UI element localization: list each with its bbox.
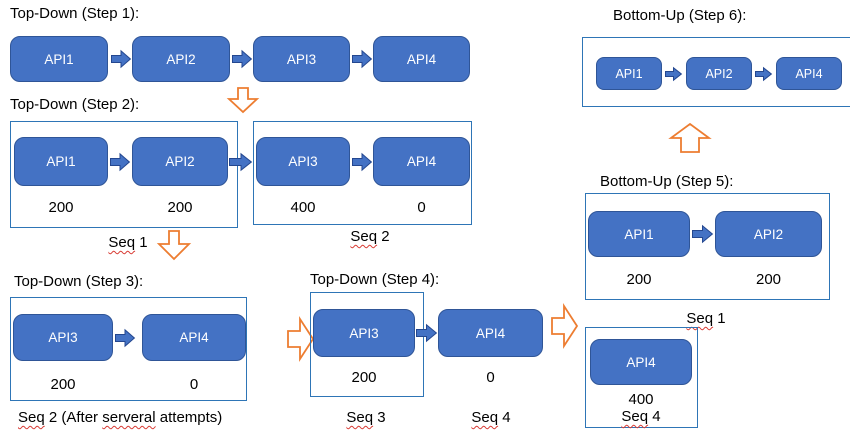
step5-api4-node: API4 — [590, 339, 692, 385]
step4-api3-node: API3 — [313, 309, 415, 357]
misspelled-word: serveral — [102, 409, 156, 426]
flow-arrow-icon — [115, 328, 136, 348]
step5-api2-status-code: 200 — [755, 271, 782, 288]
step-transition-right-arrow-icon — [287, 315, 315, 363]
step2-api1-node: API1 — [14, 137, 108, 186]
step5-title: Bottom-Up (Step 5): — [600, 173, 734, 190]
seq-word: Seq — [18, 409, 45, 426]
step3-api3-node: API3 — [13, 314, 113, 361]
step2-seq1-frame — [10, 121, 238, 228]
step6-api4-node: API4 — [776, 57, 842, 90]
step2-seq2-caption: Seq 2 — [325, 228, 415, 245]
step2-api2-node: API2 — [132, 137, 228, 186]
step4-seq3-frame — [310, 292, 424, 397]
flow-arrow-icon — [665, 66, 683, 82]
step4-api4-status-code: 0 — [486, 369, 495, 386]
step3-seq2-caption: Seq 2 (After serveral attempts) — [18, 409, 222, 426]
flow-arrow-icon — [229, 152, 253, 172]
step5-seq1-frame — [585, 193, 830, 300]
step3-api4-node: API4 — [142, 314, 246, 361]
step6-api2-node: API2 — [686, 57, 752, 90]
seq-word: Seq — [471, 409, 499, 426]
seq-word: Seq — [350, 228, 378, 245]
step5-api1-status-code: 200 — [626, 271, 652, 288]
step2-seq1-caption: Seq 1 — [88, 234, 168, 251]
flow-arrow-icon — [110, 152, 131, 172]
step2-api4-status-code: 0 — [417, 199, 426, 216]
step1-api2-node: API2 — [132, 36, 230, 82]
seq-word: Seq — [346, 409, 374, 426]
flow-arrow-icon — [416, 323, 438, 343]
step3-api4-status-code: 0 — [189, 376, 199, 393]
step-transition-down-arrow-icon — [156, 230, 192, 261]
seq-number: 4 — [648, 408, 661, 425]
caption-text: attempts) — [155, 409, 223, 426]
step5-api4-status-code: 400 — [628, 391, 654, 408]
step-transition-up-arrow-icon — [668, 122, 712, 153]
step5-seq4-caption: Seq 4 — [590, 408, 692, 425]
step4-api3-status-code: 200 — [351, 369, 377, 386]
seq-word: Seq — [621, 408, 649, 425]
step6-title: Bottom-Up (Step 6): — [613, 7, 747, 24]
flow-arrow-icon — [352, 49, 373, 69]
step1-api4-node: API4 — [373, 36, 470, 82]
step-transition-right-arrow-icon — [551, 302, 579, 350]
seq-number: 2 — [377, 228, 390, 245]
caption-text: 2 (After — [44, 409, 103, 426]
step5-api1-node: API1 — [588, 211, 690, 257]
step5-seq4-frame — [585, 327, 698, 428]
step2-seq2-frame — [253, 121, 472, 225]
seq-word: Seq — [686, 310, 714, 327]
step5-api2-node: API2 — [715, 211, 822, 257]
seq-word: Seq — [108, 234, 136, 251]
step2-api2-status-code: 200 — [167, 199, 193, 216]
flow-arrow-icon — [232, 49, 253, 69]
step6-api1-node: API1 — [596, 57, 662, 90]
step5-seq1-caption: Seq 1 — [666, 310, 746, 327]
seq-number: 3 — [373, 409, 386, 426]
seq-number: 1 — [713, 310, 726, 327]
step2-api4-node: API4 — [373, 137, 470, 186]
step2-api3-node: API3 — [256, 137, 350, 186]
flow-arrow-icon — [692, 224, 714, 244]
step4-api4-node: API4 — [438, 309, 543, 357]
step4-seq4-caption: Seq 4 — [441, 409, 541, 426]
step1-title: Top-Down (Step 1): — [10, 5, 140, 22]
step3-api3-status-code: 200 — [50, 376, 76, 393]
step4-seq3-caption: Seq 3 — [316, 409, 416, 426]
flow-arrow-icon — [352, 152, 373, 172]
step2-api3-status-code: 400 — [290, 199, 316, 216]
step3-title: Top-Down (Step 3): — [14, 273, 144, 290]
step-transition-down-arrow-icon — [226, 87, 260, 114]
seq-number: 1 — [135, 234, 148, 251]
step4-title: Top-Down (Step 4): — [310, 271, 440, 288]
step2-api1-status-code: 200 — [48, 199, 74, 216]
step1-api3-node: API3 — [253, 36, 350, 82]
flow-arrow-icon — [111, 49, 132, 69]
seq-number: 4 — [498, 409, 511, 426]
step6-frame — [582, 37, 850, 107]
step2-title: Top-Down (Step 2): — [10, 96, 140, 113]
flow-arrow-icon — [755, 66, 773, 82]
step1-api1-node: API1 — [10, 36, 108, 82]
step3-seq2-frame — [10, 297, 247, 401]
